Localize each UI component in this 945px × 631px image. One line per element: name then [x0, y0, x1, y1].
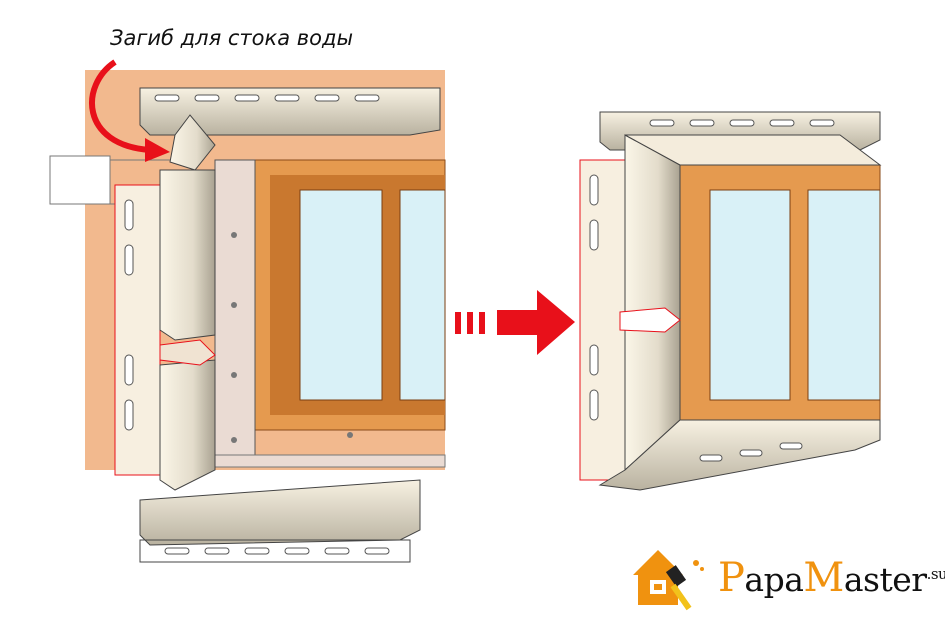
after-panel [579, 111, 882, 491]
curved-arrow-icon [89, 59, 151, 153]
right-arrow-icon [455, 290, 575, 355]
before-panel [49, 59, 446, 563]
bend-caption: Загиб для стока воды [110, 26, 354, 50]
lower-vertical-j-channel [159, 359, 216, 491]
upper-vertical-j-channel [159, 169, 216, 341]
starter-strip [114, 184, 161, 476]
window-glass [299, 189, 383, 401]
side-j-channel-installed [624, 134, 681, 472]
house-brush-icon [633, 550, 704, 611]
papamaster-logo[interactable]: PapaMaster.su [628, 545, 945, 615]
water-drain-bend [169, 114, 216, 171]
bottom-j-channel [139, 479, 421, 546]
logo-wordmark: PapaMaster.su [718, 555, 945, 601]
j-channel-end [49, 155, 111, 205]
